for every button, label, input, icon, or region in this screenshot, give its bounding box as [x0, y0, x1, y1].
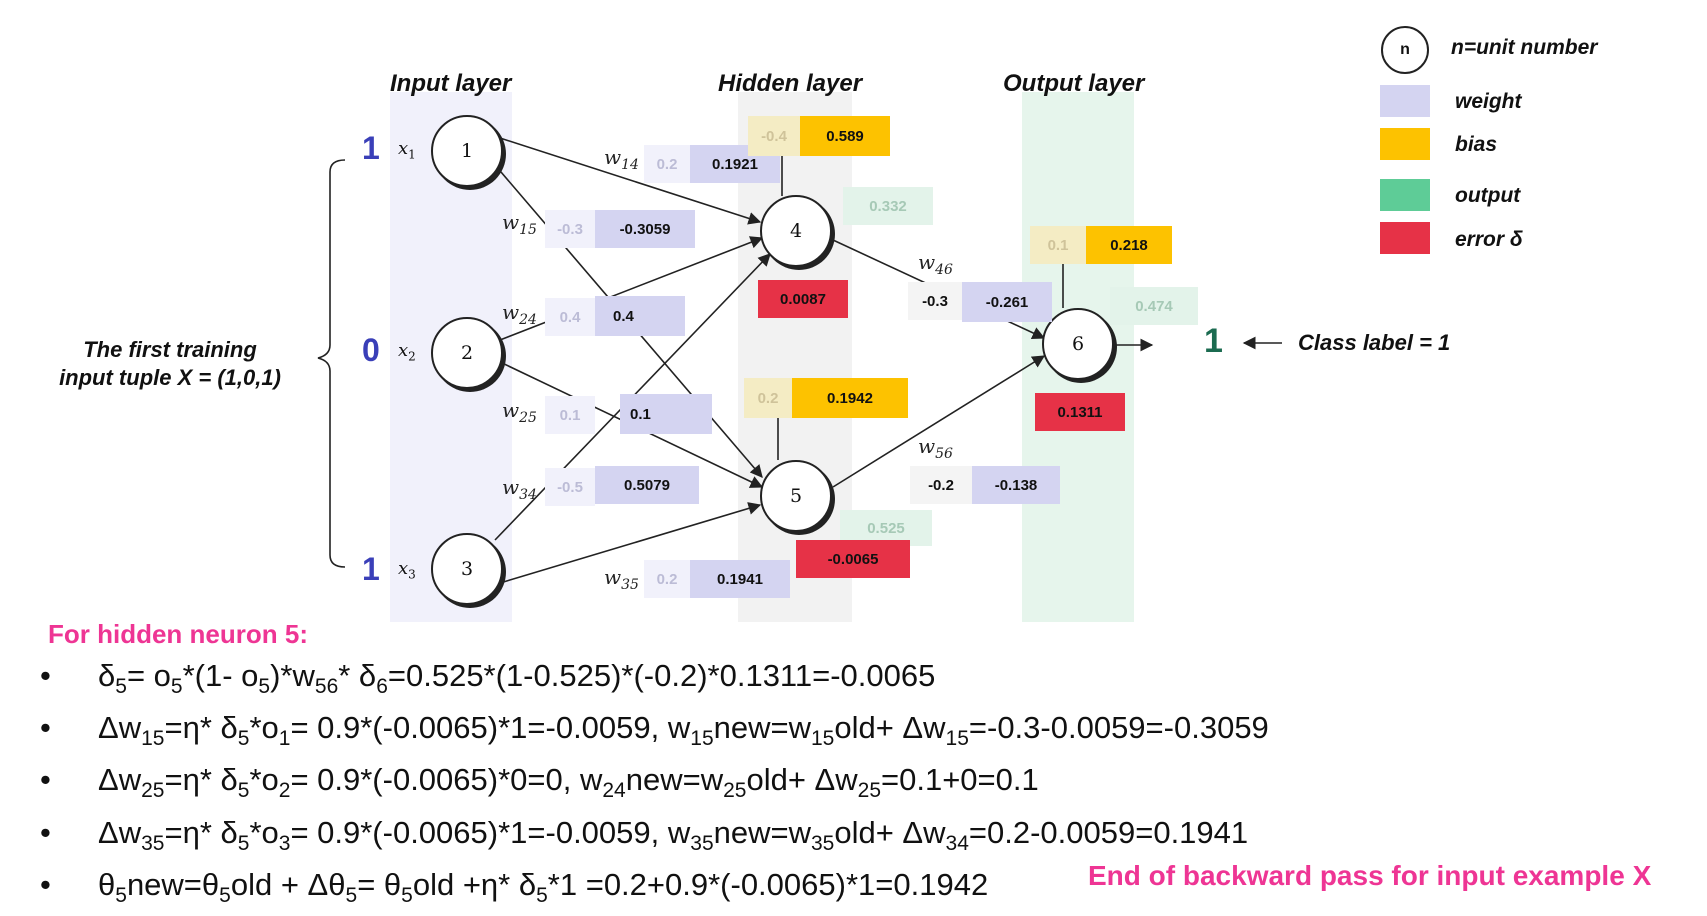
w46-label: w46: [918, 250, 953, 278]
bias-4-old: -0.4: [748, 116, 800, 156]
footer-note: End of backward pass for input example X: [1088, 860, 1652, 891]
legend-output-swatch: [1380, 179, 1430, 211]
bias-5-old: 0.2: [744, 378, 792, 418]
edge-5-6: [832, 355, 1046, 488]
hidden-layer-title: Hidden layer: [718, 70, 863, 97]
legend-bias-swatch: [1380, 128, 1430, 160]
x2-label: x2: [398, 340, 416, 364]
w24-old: 0.4: [545, 298, 595, 336]
output-6: 0.474: [1110, 287, 1198, 325]
x1-label: x1: [398, 138, 416, 162]
legend-unit-text: n=unit number: [1451, 36, 1598, 59]
legend-bias-text: bias: [1455, 133, 1498, 156]
w15-label: w15: [502, 210, 537, 238]
x3-label: x3: [398, 558, 416, 582]
neuron-6: 6: [1042, 308, 1114, 380]
equation-2: •Δw15=η* δ5*o1= 0.9*(-0.0065)*1=-0.0059,…: [40, 707, 1269, 759]
output-4: 0.332: [843, 187, 933, 225]
w25-old: 0.1: [545, 396, 595, 434]
neuron-5: 5: [760, 460, 832, 532]
w25-label: w25: [502, 398, 537, 426]
bias-6-new: 0.218: [1086, 226, 1172, 264]
w34-old: -0.5: [545, 468, 595, 506]
bias-4-new: 0.589: [800, 116, 890, 156]
equation-3: •Δw25=η* δ5*o2= 0.9*(-0.0065)*0=0, w24ne…: [40, 759, 1269, 811]
legend-output-text: output: [1455, 184, 1521, 207]
bias-6-old: 0.1: [1030, 226, 1086, 264]
section-title: For hidden neuron 5:: [48, 619, 308, 649]
class-value: 1: [1204, 322, 1223, 360]
w24-new: 0.4: [595, 296, 685, 336]
equation-2-text: Δw15=η* δ5*o1= 0.9*(-0.0065)*1=-0.0059, …: [98, 710, 1269, 751]
w24-label: w24: [502, 300, 537, 328]
neuron-2: 2: [431, 317, 503, 389]
legend-weight-swatch: [1380, 85, 1430, 117]
equation-5: •θ5new=θ5old + Δθ5= θ5old +η* δ5*1 =0.2+…: [40, 864, 1269, 916]
tuple-label-line2: input tuple X = (1,0,1): [59, 365, 281, 390]
w56-old: -0.2: [910, 466, 972, 504]
legend-unit-symbol: n: [1400, 41, 1410, 58]
output-layer-title: Output layer: [1003, 70, 1145, 97]
equation-1-text: δ5= o5*(1- o5)*w56* δ6=0.525*(1-0.525)*(…: [98, 658, 936, 699]
equation-4: •Δw35=η* δ5*o3= 0.9*(-0.0065)*1=-0.0059,…: [40, 812, 1269, 864]
w46-new: -0.261: [962, 282, 1052, 322]
bias-5-new: 0.1942: [792, 378, 908, 418]
w56-label: w56: [918, 434, 953, 462]
w15-new: -0.3059: [595, 210, 695, 248]
w14-old: 0.2: [644, 145, 690, 183]
input-value-3: 1: [362, 551, 380, 587]
edge-2-4: [499, 236, 764, 341]
equation-5-text: θ5new=θ5old + Δθ5= θ5old +η* δ5*1 =0.2+0…: [98, 866, 989, 907]
edge-1-4: [499, 137, 762, 225]
legend-error-text: error δ: [1455, 228, 1523, 251]
w56-new: -0.138: [972, 466, 1060, 504]
w34-label: w34: [502, 475, 537, 503]
w25-new: 0.1: [620, 394, 712, 434]
w15-old: -0.3: [545, 210, 595, 248]
error-4: 0.0087: [758, 280, 848, 318]
error-5: -0.0065: [796, 540, 910, 578]
equation-4-text: Δw35=η* δ5*o3= 0.9*(-0.0065)*1=-0.0059, …: [98, 814, 1249, 855]
neuron-4: 4: [760, 195, 832, 267]
equation-3-text: Δw25=η* δ5*o2= 0.9*(-0.0065)*0=0, w24new…: [98, 762, 1039, 803]
input-layer-title: Input layer: [390, 70, 512, 97]
legend-unit-circle: n: [1381, 26, 1429, 74]
input-brace: [317, 159, 346, 568]
edge-3-5: [499, 502, 762, 584]
w46-old: -0.3: [908, 282, 962, 320]
legend-error-swatch: [1380, 222, 1430, 254]
input-value-2: 0: [362, 332, 380, 368]
tuple-label-line1: The first training: [83, 337, 257, 362]
legend-weight-text: weight: [1455, 90, 1522, 113]
equation-1: •δ5= o5*(1- o5)*w56* δ6=0.525*(1-0.525)*…: [40, 655, 1269, 707]
class-label: Class label = 1: [1298, 330, 1451, 355]
neuron-1: 1: [431, 115, 503, 187]
w34-new: 0.5079: [595, 466, 699, 504]
w35-new: 0.1941: [690, 560, 790, 598]
w14-label: w14: [604, 145, 639, 173]
w35-old: 0.2: [644, 560, 690, 598]
equation-list: •δ5= o5*(1- o5)*w56* δ6=0.525*(1-0.525)*…: [40, 655, 1269, 916]
input-value-1: 1: [362, 130, 380, 166]
w35-label: w35: [604, 565, 639, 593]
error-6: 0.1311: [1035, 393, 1125, 431]
tuple-label: The first training input tuple X = (1,0,…: [30, 336, 310, 392]
neuron-3: 3: [431, 533, 503, 605]
